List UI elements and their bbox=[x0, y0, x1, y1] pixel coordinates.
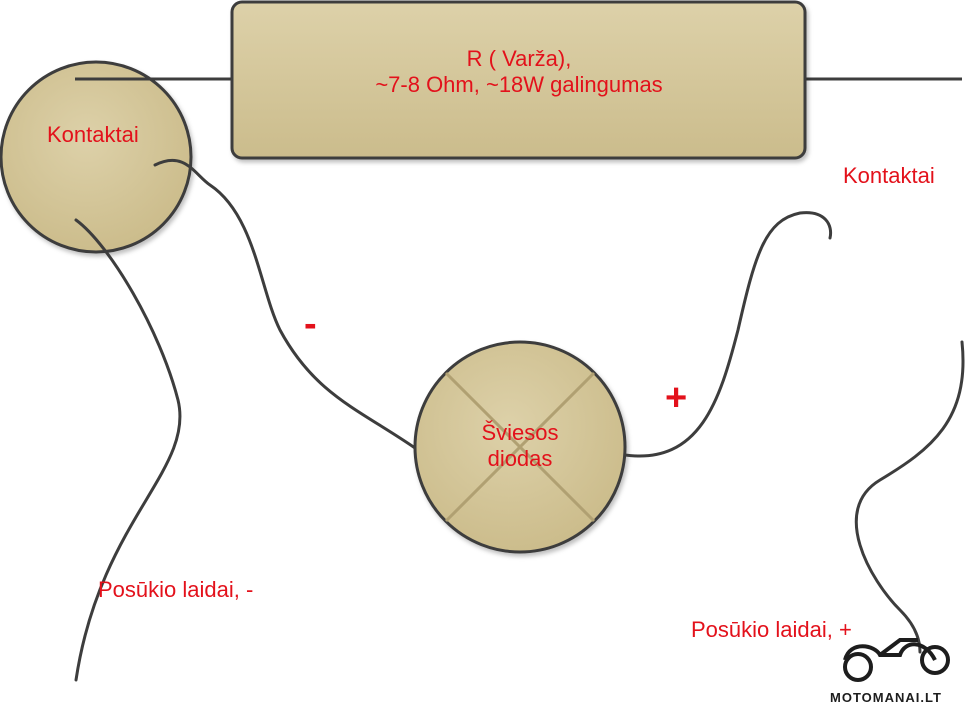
resistor-label: R ( Varža), ~7-8 Ohm, ~18W galingumas bbox=[232, 46, 806, 99]
wire-left-label: Posūkio laidai, - bbox=[98, 577, 254, 602]
contact-left-label: Kontaktai bbox=[47, 122, 139, 147]
contact-right-label: Kontaktai bbox=[843, 163, 935, 188]
led-label: Šviesos diodas bbox=[420, 420, 620, 473]
wire-plus bbox=[623, 211, 833, 458]
led-cross-2 bbox=[444, 371, 596, 523]
led-label-line2: diodas bbox=[487, 446, 553, 472]
led-label-line1: Šviesos bbox=[481, 420, 559, 445]
motorcycle-logo-icon bbox=[843, 638, 950, 682]
plus-sign: + bbox=[665, 377, 688, 419]
contact-left-circle bbox=[0, 60, 193, 254]
minus-sign: - bbox=[304, 303, 317, 345]
resistor-label-line2: ~7-8 Ohm, ~18W galingumas bbox=[375, 72, 663, 98]
resistor-label-line1: R ( Varža), bbox=[466, 46, 572, 71]
wire-minus bbox=[153, 158, 417, 450]
wire-turn-left bbox=[74, 218, 182, 682]
wire-right-label: Posūkio laidai, + bbox=[691, 617, 852, 642]
resistor-body bbox=[230, 0, 807, 160]
watermark-text: MOTOMANAI.LT bbox=[830, 690, 942, 705]
wire-turn-right bbox=[854, 340, 965, 654]
